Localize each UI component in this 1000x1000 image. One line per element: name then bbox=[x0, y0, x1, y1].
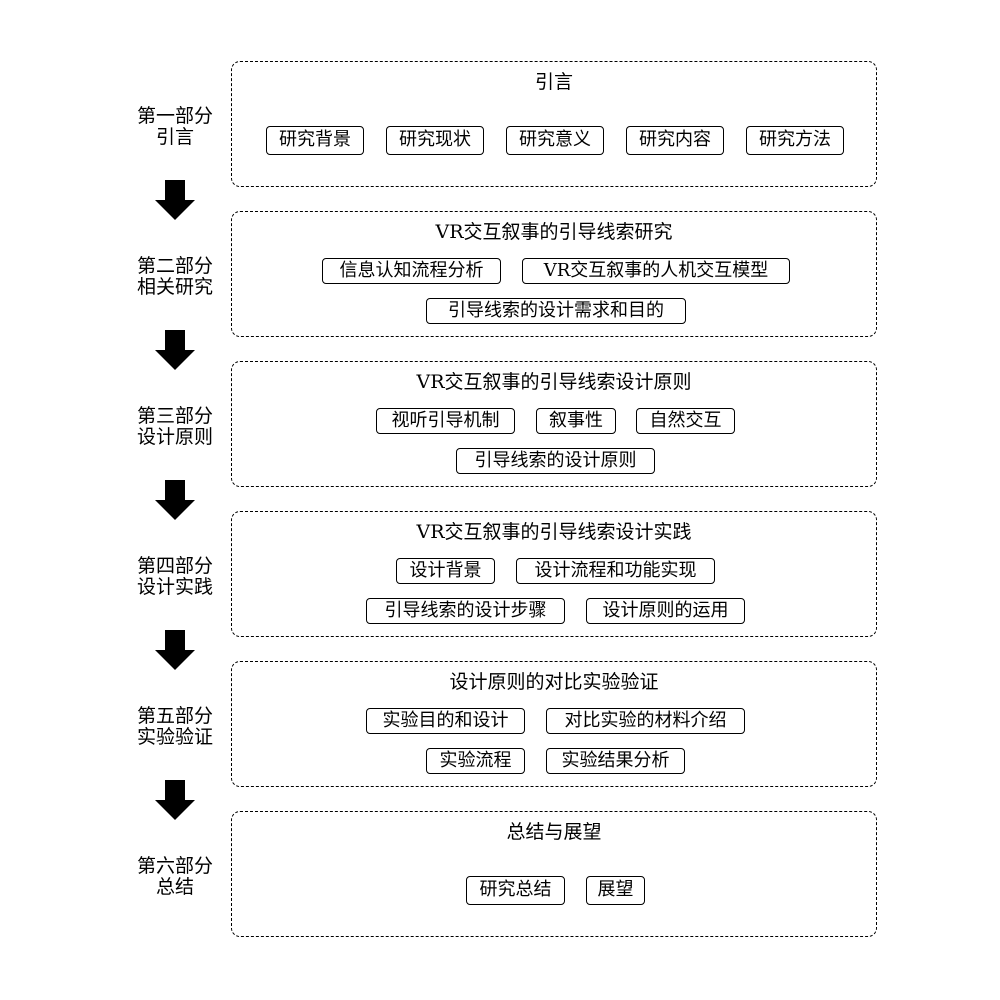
tag-research-status: 研究现状 bbox=[386, 126, 484, 155]
tag-research-content: 研究内容 bbox=[626, 126, 724, 155]
tag-research-method: 研究方法 bbox=[746, 126, 844, 155]
part-name: 相关研究 bbox=[136, 276, 213, 298]
section-title: 总结与展望 bbox=[506, 821, 602, 843]
part-label-5: 第五部分 实验验证 bbox=[120, 706, 230, 748]
down-arrow-icon bbox=[155, 180, 195, 220]
section-box-6: 总结与展望 研究总结 展望 bbox=[231, 811, 877, 937]
part-name: 设计实践 bbox=[136, 576, 213, 598]
part-label-4: 第四部分 设计实践 bbox=[120, 556, 230, 598]
tag-audiovisual-guidance: 视听引导机制 bbox=[376, 408, 515, 434]
part-label-3: 第三部分 设计原则 bbox=[120, 406, 230, 448]
section-title: VR交互叙事的引导线索研究 bbox=[435, 221, 673, 243]
part-name: 总结 bbox=[155, 876, 194, 898]
tag-design-background: 设计背景 bbox=[396, 558, 495, 584]
section-title: 设计原则的对比实验验证 bbox=[449, 671, 659, 693]
down-arrow-icon bbox=[155, 780, 195, 820]
tag-hci-model: VR交互叙事的人机交互模型 bbox=[522, 258, 790, 284]
tag-design-needs: 引导线索的设计需求和目的 bbox=[426, 298, 686, 324]
part-name: 设计原则 bbox=[136, 426, 213, 448]
part-number: 第五部分 bbox=[136, 705, 213, 727]
tag-experiment-materials: 对比实验的材料介绍 bbox=[546, 708, 745, 734]
section-title: 引言 bbox=[534, 71, 573, 93]
tag-design-steps: 引导线索的设计步骤 bbox=[366, 598, 565, 624]
section-box-2: VR交互叙事的引导线索研究 信息认知流程分析 VR交互叙事的人机交互模型 引导线… bbox=[231, 211, 877, 337]
tag-natural-interaction: 自然交互 bbox=[636, 408, 735, 434]
part-label-6: 第六部分 总结 bbox=[120, 856, 230, 898]
part-number: 第一部分 bbox=[136, 105, 213, 127]
part-number: 第二部分 bbox=[136, 255, 213, 277]
section-box-1: 引言 研究背景 研究现状 研究意义 研究内容 研究方法 bbox=[231, 61, 877, 187]
section-title: VR交互叙事的引导线索设计原则 bbox=[416, 371, 692, 393]
tag-principle-application: 设计原则的运用 bbox=[586, 598, 745, 624]
tag-research-significance: 研究意义 bbox=[506, 126, 604, 155]
section-title: VR交互叙事的引导线索设计实践 bbox=[416, 521, 692, 543]
tag-research-background: 研究背景 bbox=[266, 126, 364, 155]
down-arrow-icon bbox=[155, 630, 195, 670]
tag-experiment-purpose: 实验目的和设计 bbox=[366, 708, 525, 734]
down-arrow-icon bbox=[155, 480, 195, 520]
section-box-3: VR交互叙事的引导线索设计原则 视听引导机制 叙事性 自然交互 引导线索的设计原… bbox=[231, 361, 877, 487]
tag-design-principles: 引导线索的设计原则 bbox=[456, 448, 655, 474]
part-label-2: 第二部分 相关研究 bbox=[120, 256, 230, 298]
part-name: 实验验证 bbox=[136, 726, 213, 748]
part-number: 第六部分 bbox=[136, 855, 213, 877]
part-name: 引言 bbox=[155, 126, 194, 148]
section-box-5: 设计原则的对比实验验证 实验目的和设计 对比实验的材料介绍 实验流程 实验结果分… bbox=[231, 661, 877, 787]
part-label-1: 第一部分 引言 bbox=[120, 106, 230, 148]
tag-experiment-results: 实验结果分析 bbox=[546, 748, 685, 774]
tag-research-summary: 研究总结 bbox=[466, 876, 565, 905]
tag-narrative: 叙事性 bbox=[536, 408, 616, 434]
part-number: 第三部分 bbox=[136, 405, 213, 427]
down-arrow-icon bbox=[155, 330, 195, 370]
section-box-4: VR交互叙事的引导线索设计实践 设计背景 设计流程和功能实现 引导线索的设计步骤… bbox=[231, 511, 877, 637]
tag-experiment-process: 实验流程 bbox=[426, 748, 525, 774]
tag-outlook: 展望 bbox=[586, 876, 645, 905]
tag-info-cognition: 信息认知流程分析 bbox=[322, 258, 501, 284]
part-number: 第四部分 bbox=[136, 555, 213, 577]
tag-design-process: 设计流程和功能实现 bbox=[516, 558, 715, 584]
